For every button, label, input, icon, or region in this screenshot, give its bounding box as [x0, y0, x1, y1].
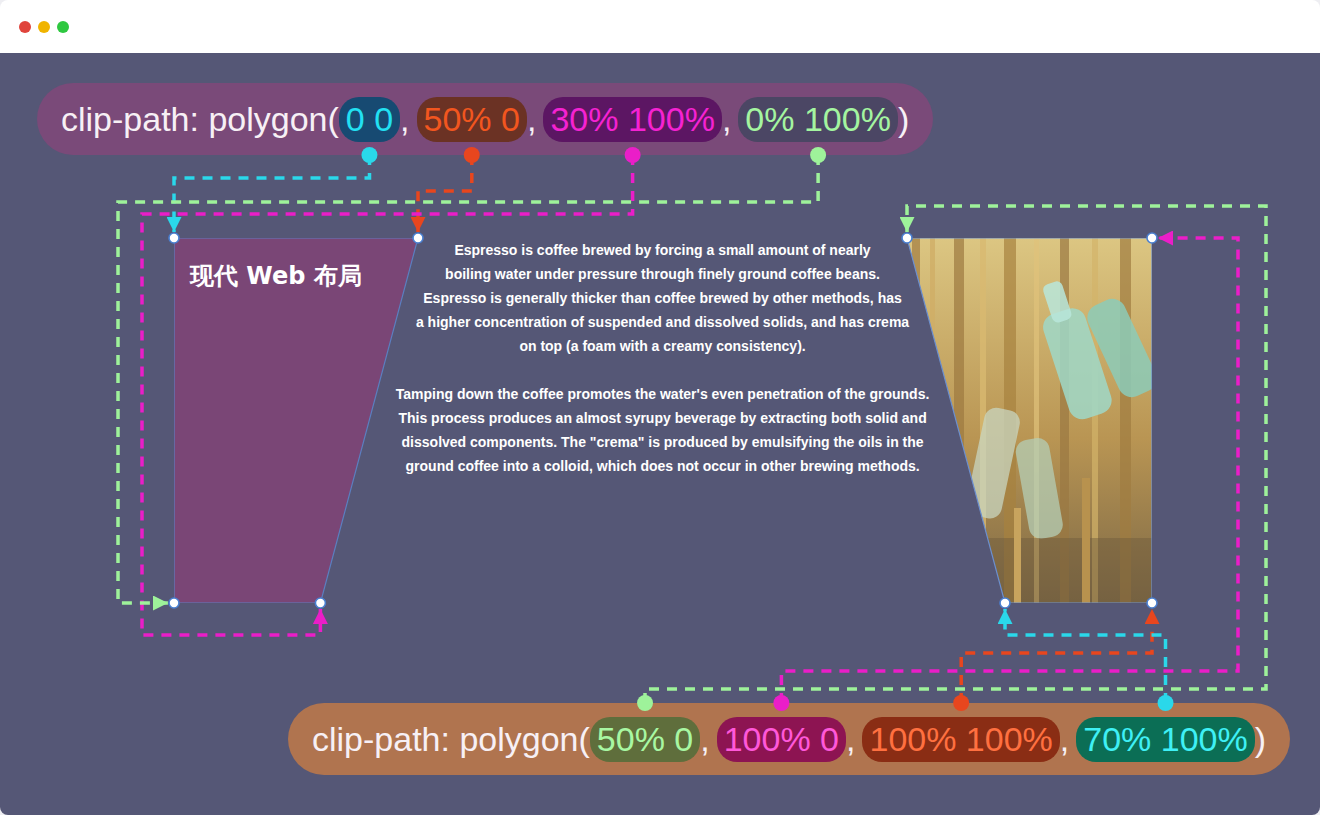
corner-handle	[1147, 233, 1157, 243]
code-token: 50% 0	[590, 717, 700, 762]
zoom-dot	[57, 21, 69, 33]
shape-fill	[174, 238, 418, 603]
leader-line	[1005, 609, 1166, 703]
code-token: 50% 0	[417, 97, 527, 142]
dashed-connector	[418, 155, 472, 232]
code-text: )	[898, 100, 909, 139]
code-pill: clip-path: polygon(0 0,50% 0,30% 100%,0%…	[37, 83, 933, 155]
code-text: ,	[722, 100, 731, 139]
code-text: ,	[400, 100, 409, 139]
minimize-dot	[38, 21, 50, 33]
code-text: ,	[527, 100, 536, 139]
corner-handle	[902, 233, 912, 243]
corner-handle	[169, 233, 179, 243]
code-text: ,	[700, 720, 709, 759]
code-token: 100% 0	[717, 717, 846, 762]
code-token: 0 0	[339, 97, 400, 142]
code-text: ,	[1060, 720, 1069, 759]
dashed-connector	[174, 155, 370, 232]
code-token: 70% 100%	[1076, 717, 1254, 762]
code-token: 100% 100%	[862, 717, 1059, 762]
window-buttons	[0, 0, 90, 53]
dashed-connector	[118, 155, 818, 603]
demo-area: 现代 Web 布局	[174, 238, 1152, 603]
code-text: )	[1255, 720, 1266, 759]
corner-handle	[1147, 598, 1157, 608]
window-bar	[0, 0, 1320, 53]
corner-handle	[413, 233, 423, 243]
body-paragraph: Espresso is coffee brewed by forcing a s…	[174, 238, 1152, 358]
corner-handle	[1000, 598, 1010, 608]
corner-handle	[169, 598, 179, 608]
leader-line	[961, 609, 1152, 703]
close-dot	[19, 21, 31, 33]
code-token: 0% 100%	[738, 97, 898, 142]
corner-handle	[315, 598, 325, 608]
body-paragraph: Tamping down the coffee promotes the wat…	[174, 382, 1152, 478]
code-text: ,	[846, 720, 855, 759]
code-text: clip-path: polygon(	[312, 720, 590, 759]
code-pill: clip-path: polygon(50% 0,100% 0,100% 100…	[288, 703, 1290, 775]
code-text: clip-path: polygon(	[61, 100, 339, 139]
code-token: 30% 100%	[543, 97, 721, 142]
shape-title: 现代 Web 布局	[190, 260, 362, 292]
